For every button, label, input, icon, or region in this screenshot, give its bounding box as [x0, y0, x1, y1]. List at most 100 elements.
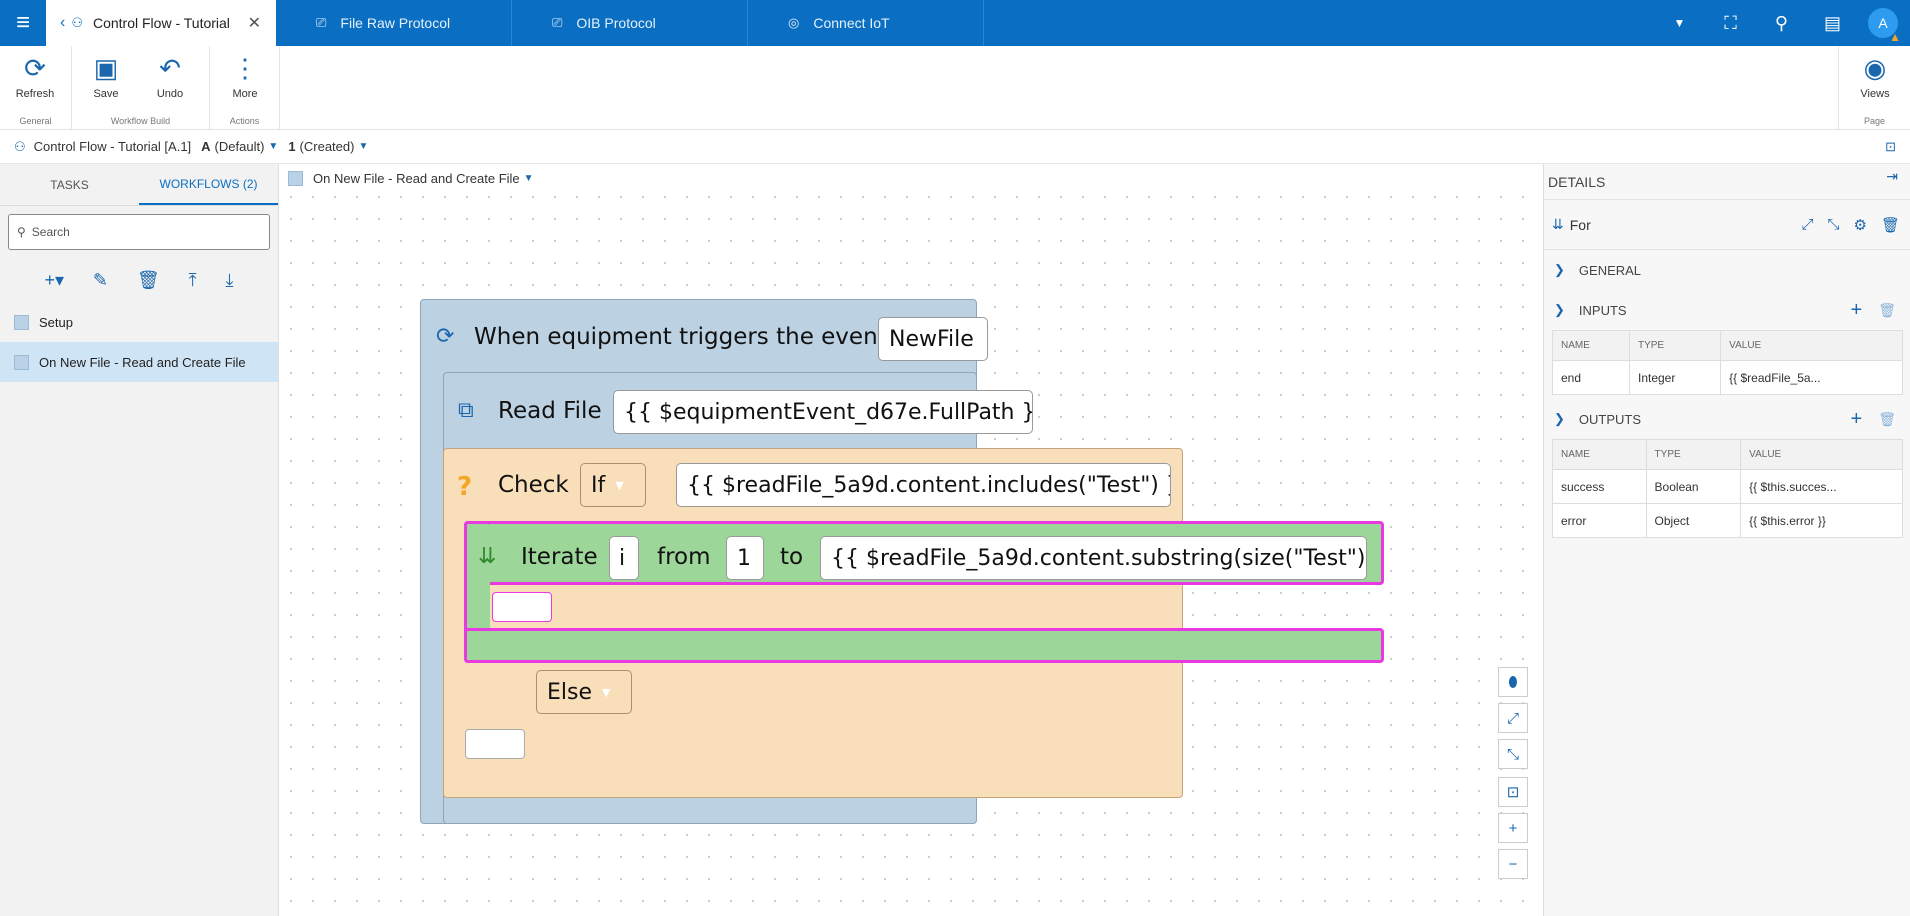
version[interactable]: 1 — [288, 139, 296, 154]
workflow-icon — [14, 354, 29, 370]
edit-icon[interactable]: ✎ — [92, 269, 108, 290]
more-button[interactable]: ⋮More — [215, 52, 275, 100]
cell-value[interactable]: {{ $this.succes... — [1740, 469, 1903, 504]
close-icon[interactable]: ✕ — [247, 15, 261, 32]
fit-icon[interactable]: ⊡ — [1498, 777, 1528, 807]
node-name: For — [1569, 216, 1591, 233]
ribbon-group-general: ⟳Refresh General — [0, 46, 72, 130]
chevron-down-icon[interactable]: ▼ — [268, 141, 279, 152]
revision[interactable]: A — [201, 139, 211, 154]
section-label: GENERAL — [1578, 262, 1642, 278]
event-icon: ⟳ — [436, 324, 455, 349]
check-label: Check — [498, 472, 569, 498]
dock-icon[interactable]: ⇥ — [1886, 168, 1898, 184]
dropdown-value: Else — [547, 679, 593, 705]
group-label: Page — [1863, 116, 1886, 126]
chevron-down-icon[interactable]: ▼ — [523, 172, 534, 184]
add-icon[interactable]: +▾ — [44, 269, 64, 290]
check-operator-dropdown[interactable]: If▼ — [580, 463, 646, 507]
tab-control-flow[interactable]: ‹ ⚇ Control Flow - Tutorial ✕ — [46, 0, 276, 46]
button-label: More — [232, 88, 258, 100]
event-name-field[interactable]: NewFile — [878, 317, 988, 361]
tab-label: Connect IoT — [813, 15, 890, 31]
chevron-down-icon[interactable]: ▼ — [358, 141, 369, 152]
canvas-header: On New File - Read and Create File▼ — [280, 164, 1542, 192]
iterate-to-field[interactable]: {{ $readFile_5a9d.content.substring(size… — [820, 536, 1367, 580]
search-icon: ⚲ — [17, 225, 26, 239]
refresh-button[interactable]: ⟳Refresh — [5, 52, 65, 100]
back-icon[interactable]: ‹ — [60, 14, 66, 31]
avatar-initial: A — [1878, 15, 1888, 31]
delete-icon[interactable]: 🗑 — [136, 269, 160, 290]
cell-value[interactable]: {{ $this.error }} — [1740, 503, 1903, 538]
undo-button[interactable]: ↶Undo — [140, 52, 200, 100]
fill-icon[interactable]: ⬮ — [1498, 667, 1528, 697]
workflow-label: Setup — [39, 314, 73, 330]
tab-connect-iot[interactable]: ◎Connect IoT — [748, 0, 984, 46]
details-panel: DETAILS⇥ ⇊For ⤢⤡⚙🗑 ❯GENERAL ❯INPUTS+🗑 NA… — [1543, 164, 1910, 916]
collapse-icon[interactable]: ⤡ — [1498, 739, 1528, 769]
list-item[interactable]: Setup — [0, 302, 278, 342]
chevron-right-icon: ❯ — [1554, 262, 1565, 277]
cell-value[interactable]: {{ $readFile_5a... — [1720, 360, 1903, 395]
zoom-out-icon[interactable]: − — [1498, 849, 1528, 879]
check-condition-field[interactable]: {{ $readFile_5a9d.content.includes("Test… — [676, 463, 1171, 507]
eye-icon: ◉ — [1863, 53, 1887, 83]
chevron-down-icon[interactable]: ▼ — [1673, 16, 1686, 30]
fullscreen-icon[interactable]: ⛶ — [1724, 12, 1737, 33]
tab-oib-protocol[interactable]: ⎚OIB Protocol — [512, 0, 748, 46]
trash-icon[interactable]: 🗑 — [1878, 410, 1896, 427]
add-icon[interactable]: + — [1850, 298, 1863, 321]
trash-icon[interactable]: 🗑 — [1880, 216, 1900, 234]
section-inputs[interactable]: ❯INPUTS+🗑 — [1544, 290, 1910, 330]
section-general[interactable]: ❯ GENERAL — [1544, 250, 1910, 290]
chat-icon[interactable]: ▤ — [1823, 12, 1841, 33]
search-placeholder: Search — [31, 225, 70, 239]
canvas-workflow-title[interactable]: On New File - Read and Create File — [313, 170, 520, 186]
trash-icon[interactable]: 🗑 — [1878, 301, 1896, 318]
move-up-icon[interactable]: ⤒ — [188, 269, 197, 290]
button-label: Refresh — [15, 88, 55, 100]
zoom-in-icon[interactable]: + — [1498, 813, 1528, 843]
workflow-canvas[interactable]: On New File - Read and Create File▼ — [280, 164, 1542, 916]
move-down-icon[interactable]: ⤓ — [225, 269, 234, 290]
expand-icon[interactable]: ⤢ — [1801, 215, 1814, 233]
iterate-variable-field[interactable]: i — [609, 536, 639, 580]
ribbon-group-page: ◉ Views Page — [1838, 46, 1910, 130]
add-icon[interactable]: + — [1850, 407, 1863, 430]
button-label: Views — [1860, 88, 1890, 100]
gear-icon[interactable]: ⚙ — [1853, 216, 1867, 234]
workflow-icon — [288, 170, 303, 186]
list-item[interactable]: On New File - Read and Create File — [0, 342, 278, 382]
save-button[interactable]: ▣Save — [76, 52, 136, 100]
read-file-path-field[interactable]: {{ $equipmentEvent_d67e.FullPath }} — [613, 390, 1033, 434]
group-label: General — [19, 116, 52, 126]
protocol-icon: ⎚ — [316, 15, 327, 30]
expand-icon[interactable]: ⤢ — [1498, 703, 1528, 733]
column-header: TYPE — [1628, 330, 1722, 361]
views-button[interactable]: ◉ Views — [1845, 52, 1905, 100]
search-icon[interactable]: ⚲ — [1774, 12, 1789, 33]
tab-tasks[interactable]: TASKS — [50, 177, 89, 192]
section-outputs[interactable]: ❯OUTPUTS+🗑 — [1544, 399, 1910, 439]
else-body-slot[interactable] — [465, 729, 525, 759]
revision-note: (Default) — [214, 139, 265, 154]
else-dropdown[interactable]: Else▼ — [536, 670, 632, 714]
column-header: TYPE — [1645, 439, 1742, 470]
avatar[interactable]: A▲ — [1868, 8, 1901, 44]
iterate-body-slot[interactable] — [492, 592, 552, 622]
collapse-icon[interactable]: ⤡ — [1827, 215, 1840, 233]
tab-file-raw-protocol[interactable]: ⎚File Raw Protocol — [276, 0, 512, 46]
workflow-toolbar: +▾ ✎ 🗑 ⤒ ⤓ — [0, 258, 278, 302]
tab-workflows[interactable]: WORKFLOWS (2) — [139, 164, 278, 205]
event-label: When equipment triggers the event — [474, 324, 887, 350]
cell-type: Object — [1645, 503, 1742, 538]
collapse-icon[interactable]: ⊡ — [1885, 138, 1896, 154]
iterate-from-field[interactable]: 1 — [726, 536, 764, 580]
menu-icon[interactable]: ≡ — [15, 9, 30, 36]
search-input[interactable]: ⚲ Search — [8, 214, 270, 250]
column-header: NAME — [1552, 330, 1630, 361]
